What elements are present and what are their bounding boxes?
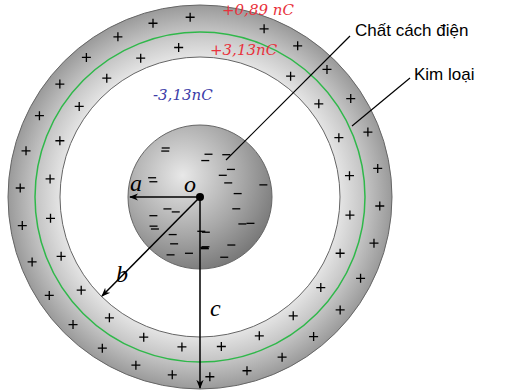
part-name: Chất cách điện — [355, 22, 468, 39]
minus-sign — [259, 184, 267, 185]
plus-sign — [35, 111, 44, 120]
minus-sign — [149, 181, 157, 182]
plus-sign — [375, 201, 384, 210]
plus-sign — [356, 274, 365, 283]
minus-sign — [148, 177, 156, 178]
radius-symbol: a — [130, 171, 142, 195]
minus-sign — [163, 208, 171, 209]
minus-sign — [220, 257, 228, 258]
minus-sign — [167, 254, 175, 255]
radius-symbol: b — [116, 262, 128, 286]
radius-arrow — [102, 197, 200, 296]
minus-sign — [224, 182, 232, 183]
minus-sign — [149, 215, 157, 216]
minus-sign — [219, 175, 227, 176]
minus-sign — [227, 169, 235, 170]
plus-sign — [309, 332, 318, 341]
plus-sign — [289, 311, 298, 320]
plus-sign — [18, 221, 27, 230]
plus-sign — [346, 94, 355, 103]
minus-sign — [170, 243, 178, 244]
plus-sign — [174, 43, 183, 52]
plus-sign — [314, 99, 323, 108]
minus-sign — [205, 154, 213, 155]
charge-value: +3,13nC — [210, 43, 277, 58]
minus-sign — [172, 211, 180, 212]
plus-sign — [82, 53, 91, 62]
radius-symbol: c — [210, 296, 221, 320]
plus-sign — [77, 286, 86, 295]
minus-sign — [222, 154, 230, 155]
part-name: Kim loại — [414, 66, 474, 83]
minus-sign — [185, 253, 193, 254]
minus-sign — [161, 150, 169, 151]
leader-line — [352, 78, 410, 126]
plus-sign — [45, 291, 54, 300]
plus-sign — [69, 320, 78, 329]
plus-sign — [55, 136, 64, 145]
center-dot — [196, 193, 204, 201]
plus-sign — [149, 19, 158, 28]
plus-sign — [139, 333, 148, 342]
plus-sign — [260, 24, 269, 33]
minus-sign — [246, 223, 254, 224]
plus-sign — [177, 342, 186, 351]
plus-sign — [136, 54, 145, 63]
plus-sign — [102, 74, 111, 83]
plus-sign — [55, 80, 64, 89]
plus-sign — [373, 164, 382, 173]
minus-sign — [150, 226, 158, 227]
minus-sign — [202, 232, 210, 233]
plus-sign — [293, 41, 302, 50]
minus-sign — [227, 244, 235, 245]
minus-sign — [162, 147, 170, 148]
plus-sign — [205, 372, 214, 381]
plus-sign — [113, 32, 122, 41]
plus-sign — [22, 146, 31, 155]
minus-sign — [151, 228, 159, 229]
plus-sign — [255, 331, 264, 340]
plus-sign — [316, 283, 325, 292]
plus-sign — [105, 313, 114, 322]
plus-sign — [46, 174, 55, 183]
plus-sign — [131, 361, 140, 370]
plus-sign — [186, 13, 195, 22]
plus-sign — [57, 252, 66, 261]
minus-sign — [201, 160, 209, 161]
plus-sign — [345, 171, 354, 180]
plus-sign — [217, 342, 226, 351]
plus-sign — [98, 344, 107, 353]
plus-sign — [336, 249, 345, 258]
metal-shell — [8, 5, 392, 389]
plus-sign — [345, 211, 354, 220]
plus-sign — [28, 257, 37, 266]
plus-sign — [336, 305, 345, 314]
radius-arrow — [130, 196, 200, 198]
center-symbol: o — [184, 172, 196, 196]
plus-sign — [286, 72, 295, 81]
minus-sign — [201, 248, 209, 249]
plus-sign — [46, 214, 55, 223]
plus-sign — [242, 366, 251, 375]
plus-sign — [363, 128, 372, 137]
plus-sign — [75, 102, 84, 111]
plus-sign — [369, 239, 378, 248]
minus-sign — [238, 223, 246, 224]
charge-value: +0,89 nC — [222, 3, 294, 18]
plus-sign — [168, 370, 177, 379]
plus-sign — [16, 184, 25, 193]
charge-value: -3,13nC — [153, 88, 213, 103]
minus-sign — [200, 247, 208, 248]
plus-sign — [322, 65, 331, 74]
radius-arrow — [199, 197, 201, 388]
minus-sign — [232, 208, 240, 209]
plus-sign — [278, 353, 287, 362]
minus-sign — [234, 193, 242, 194]
minus-sign — [169, 234, 177, 235]
plus-sign — [334, 133, 343, 142]
